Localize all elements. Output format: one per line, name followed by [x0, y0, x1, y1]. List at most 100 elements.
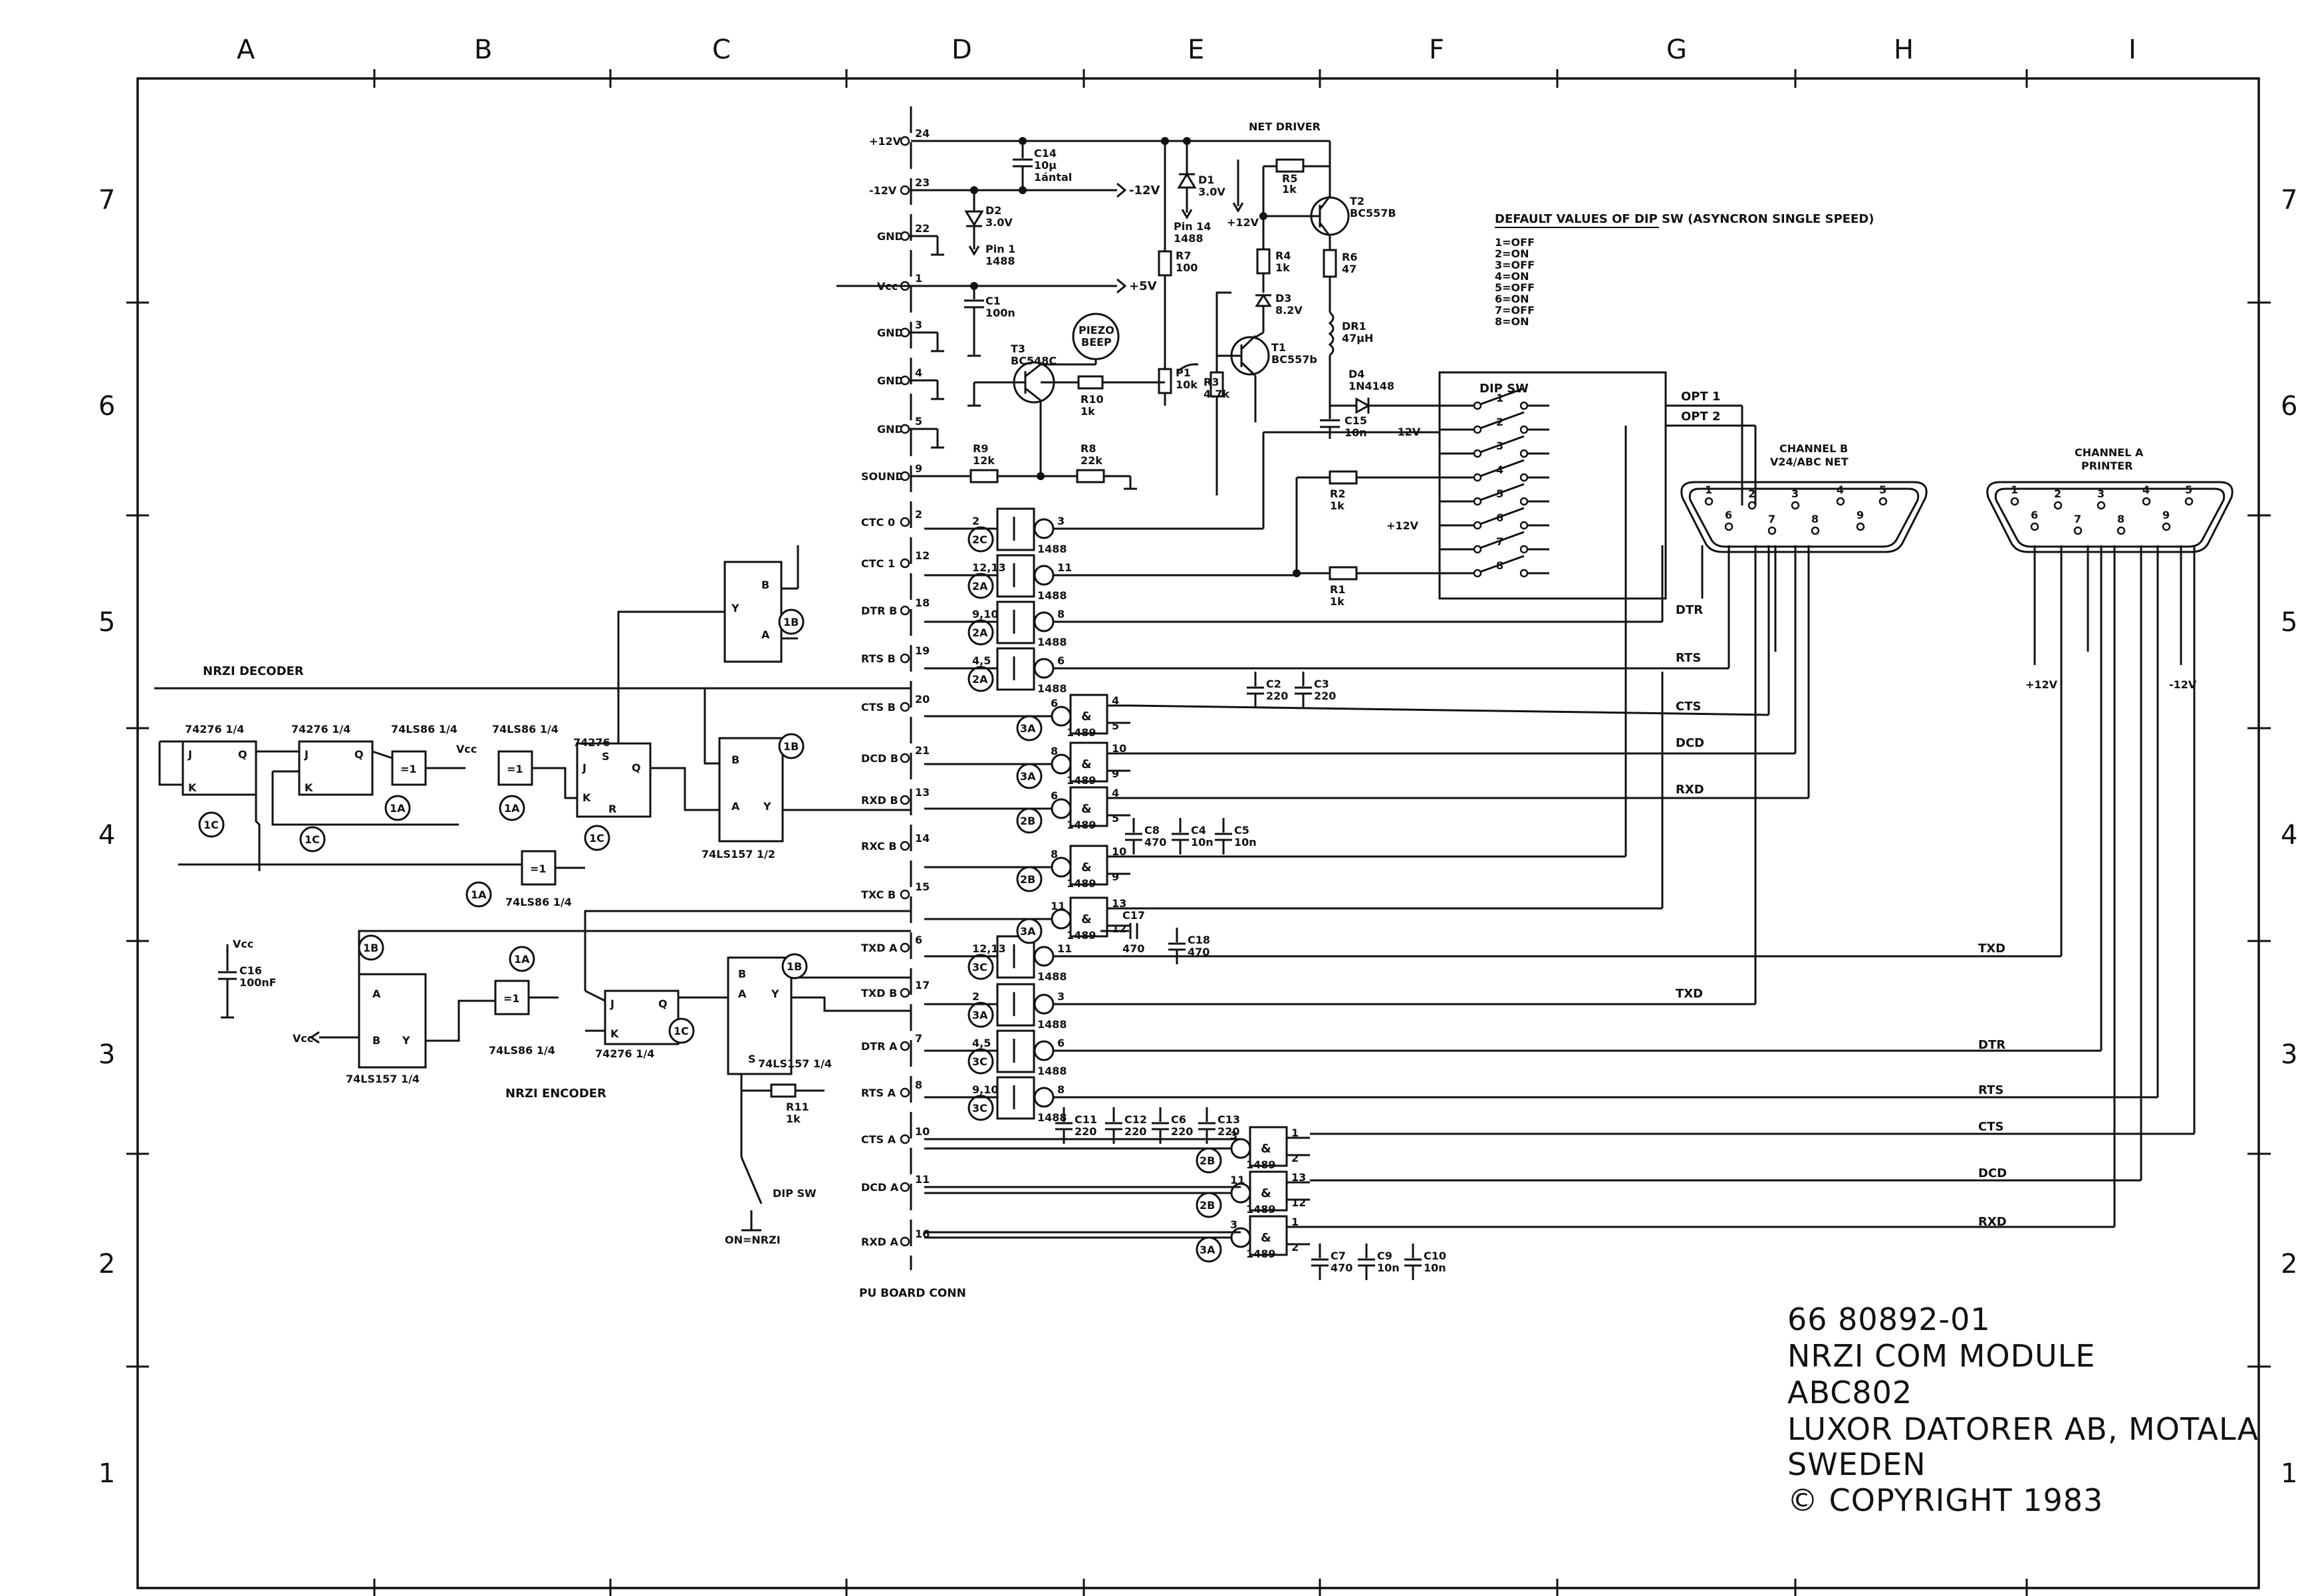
db9-pin-5: 5 [1878, 483, 1888, 506]
svg-text:&: & [1081, 861, 1092, 874]
r9-value: 12k [973, 454, 995, 467]
grid-row-left-5: 5 [98, 607, 115, 638]
db9-pin-1: 1 [1704, 483, 1714, 506]
dip-switch-6[interactable]: 6 [1440, 507, 1549, 530]
svg-text:B: B [372, 1034, 380, 1047]
vcc-a: Vcc [456, 743, 477, 755]
db9-pin-8: 8 [1811, 513, 1820, 535]
dip-switch-5[interactable]: 5 [1440, 483, 1549, 506]
db9-pin-2: 2 [2053, 487, 2063, 510]
dip-switch-8[interactable]: 8 [1440, 555, 1549, 578]
receiver-pin-b: 13 [1291, 1171, 1306, 1184]
connector-pin-number: 17 [915, 979, 930, 992]
driver-output-pin: 11 [1057, 561, 1072, 574]
capacitor-value: 220 [1266, 690, 1288, 702]
driver-badge: 2A [967, 573, 994, 599]
svg-text:=1: =1 [400, 763, 417, 775]
connector-pin-name: SOUND [861, 470, 904, 483]
svg-text:3A: 3A [972, 1009, 988, 1021]
receiver-chip: 1489 [1067, 774, 1096, 787]
dip-switch-number: 6 [1496, 511, 1503, 524]
connector-pin-number: 13 [915, 786, 930, 799]
dip-switch-3[interactable]: 3 [1440, 435, 1549, 458]
db9-pin-number: 3 [2097, 487, 2105, 500]
capacitor-label: C17 [1122, 909, 1145, 922]
db9-pin-6: 6 [1724, 509, 1733, 531]
driver-badge: 2A [967, 619, 994, 646]
svg-text:&: & [1261, 1186, 1271, 1200]
receiver-pin-c: 9 [1112, 767, 1119, 780]
db9-pin-number: 8 [1811, 513, 1819, 525]
connector-pin-2: CTC 02 [861, 508, 922, 529]
title-line-2: NRZI COM MODULE [1787, 1338, 2095, 1374]
title-line-5: SWEDEN [1787, 1446, 1926, 1482]
svg-text:K: K [305, 781, 313, 794]
dip-switch-4[interactable]: 4 [1440, 459, 1549, 482]
dip-switch-1[interactable]: 1 [1440, 387, 1549, 410]
connector-pin-17: TXD B17 [861, 979, 930, 999]
r1-value: 1k [1330, 595, 1344, 608]
connector-pin-number: 19 [915, 644, 930, 657]
driver-output-pin: 8 [1057, 608, 1065, 620]
grid-col-G: G [1666, 35, 1687, 65]
db9-pin-number: 5 [2185, 483, 2192, 496]
svg-text:1C: 1C [305, 833, 320, 846]
r5-value: 1k [1282, 183, 1297, 196]
svg-text:3A: 3A [1020, 925, 1036, 938]
capacitor-value: 10n [1377, 1262, 1400, 1274]
connector-pin-name: CTS A [861, 1133, 896, 1146]
capacitor-label: C13 [1217, 1113, 1240, 1126]
capacitor-value: 470 [1122, 942, 1144, 955]
dip-switch-7[interactable]: 7 [1440, 531, 1549, 554]
net-driver-label: NET DRIVER [1249, 120, 1321, 133]
piezo-label: PIEZO [1079, 324, 1114, 336]
grid-row-right-3: 3 [2281, 1039, 2297, 1070]
dip-switch-number: 5 [1496, 487, 1503, 500]
channel-a-signal-dtr: DTR [1978, 1038, 2005, 1052]
channel-b-signal-rxd: RXD [1676, 783, 1704, 797]
dip-default-5: 5=OFF [1495, 281, 1535, 294]
svg-text:3C: 3C [972, 1102, 987, 1115]
driver-output-pin: 8 [1057, 1083, 1065, 1096]
connector-pin-14: RXC B14 [861, 832, 930, 853]
driver-input-pin: 9,10 [972, 1083, 998, 1096]
r3-value: 4.7k [1204, 388, 1229, 400]
channel-b-sub: V24/ABC NET [1770, 456, 1849, 468]
dip-switch-number: 3 [1496, 440, 1503, 452]
db9-pin-2: 2 [1747, 487, 1757, 510]
connector-pin-name: DCD B [861, 752, 898, 765]
d1-label: D1 [1198, 174, 1214, 186]
svg-text:&: & [1081, 710, 1092, 724]
db9-pin-3: 3 [2097, 487, 2106, 510]
capacitor-label: C2 [1266, 678, 1281, 690]
connector-pin-name: RXC B [861, 840, 897, 853]
svg-text:=1: =1 [503, 992, 520, 1005]
nrzi-dipsw-label: DIP SW [773, 1187, 817, 1200]
driver-output-pin: 3 [1057, 515, 1065, 527]
chip-badge: 1C [584, 825, 610, 851]
svg-text:Y: Y [731, 602, 739, 614]
t1-value: BC557b [1271, 353, 1317, 366]
r7-value: 100 [1176, 261, 1198, 274]
svg-text:=1: =1 [507, 763, 523, 775]
channel-a-signal-cts: CTS [1978, 1120, 2003, 1134]
dip-switch-2[interactable]: 2 [1440, 411, 1549, 434]
chip-badge: 1A [509, 946, 535, 972]
svg-text:K: K [610, 1027, 619, 1040]
svg-text:Q: Q [658, 998, 668, 1010]
connector-pin-name: CTC 1 [861, 557, 895, 570]
db9-pin-6: 6 [2030, 509, 2039, 531]
svg-text:Y: Y [771, 988, 779, 1000]
driver-output-pin: 6 [1057, 654, 1065, 667]
svg-text:2A: 2A [972, 626, 988, 639]
receiver-pin-a: 11 [1051, 900, 1065, 912]
title-line-1: 66 80892-01 [1787, 1301, 1991, 1337]
